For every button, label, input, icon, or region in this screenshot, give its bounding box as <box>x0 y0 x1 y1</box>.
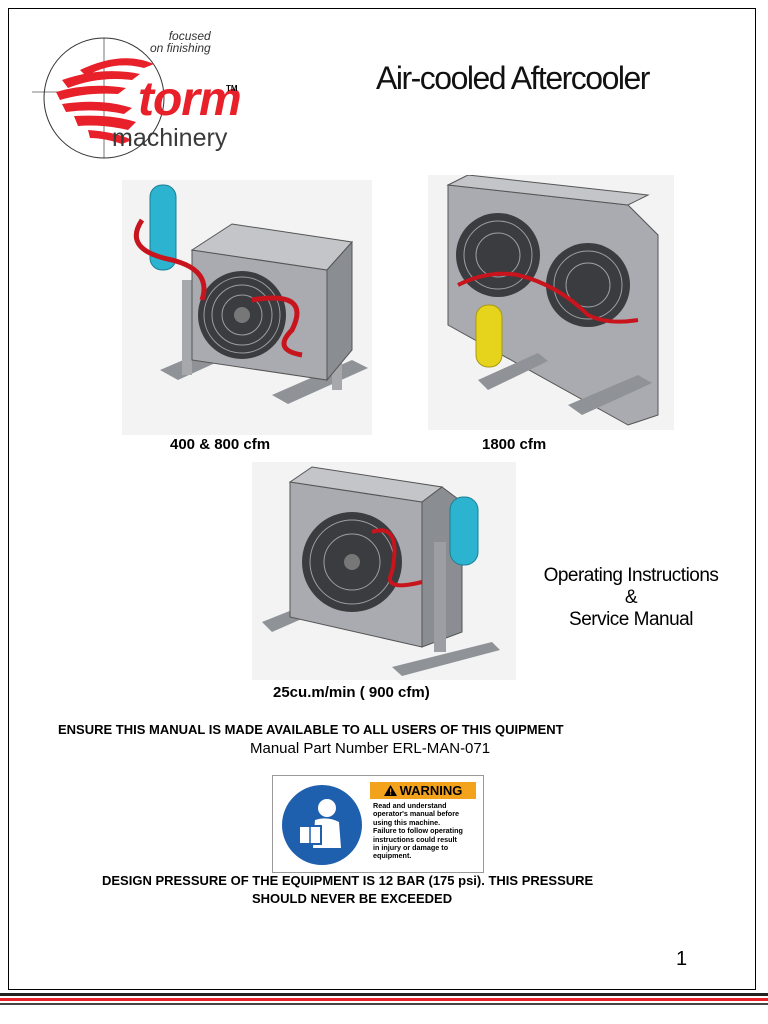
caption-1800: 1800 cfm <box>482 436 547 453</box>
storm-logo-swoosh <box>32 37 165 159</box>
warning-line: Failure to follow operating <box>373 826 463 836</box>
machine-photo <box>428 174 674 430</box>
page-border <box>8 8 756 990</box>
page-number: 1 <box>676 948 688 970</box>
document-title: Air-cooled Aftercooler <box>376 60 650 96</box>
machine-photo <box>122 180 372 435</box>
warning-text: Read and understand operator's manual be… <box>373 801 479 861</box>
manual-title-line1: Operating Instructions <box>543 565 719 586</box>
warning-header: WARNING <box>370 782 476 799</box>
part-number: Manual Part Number ERL-MAN-071 <box>250 740 491 757</box>
caption-400-800: 400 & 800 cfm <box>170 436 271 453</box>
manual-subtitle: Operating Instructions & Service Manual <box>526 565 736 631</box>
design-pressure-notice: DESIGN PRESSURE OF THE EQUIPMENT IS 12 B… <box>102 872 702 908</box>
design-pressure-line2: SHOULD NEVER BE EXCEEDED <box>252 891 453 906</box>
ensure-notice: ENSURE THIS MANUAL IS MADE AVAILABLE TO … <box>58 722 564 737</box>
tagline-line1: focused <box>168 29 211 43</box>
warning-line: instructions could result <box>373 834 457 844</box>
brand-storm: torm <box>138 73 242 126</box>
brand-tagline: focused on finishing <box>150 29 211 54</box>
warning-triangle-icon <box>383 785 397 796</box>
manual-title-line3: Service Manual <box>569 609 693 630</box>
design-pressure-line1: DESIGN PRESSURE OF THE EQUIPMENT IS 12 B… <box>102 873 594 888</box>
warning-line: equipment. <box>373 851 412 861</box>
warning-line: using this machine. <box>373 817 441 827</box>
warning-line: Read and understand <box>373 801 447 810</box>
manual-title-line2: & <box>624 587 638 608</box>
footer-stripe <box>0 998 768 1001</box>
storm-logo <box>32 30 252 160</box>
caption-25cum: 25cu.m/min ( 900 cfm) <box>273 684 430 701</box>
footer-stripe <box>0 993 768 996</box>
trademark-mark: TM <box>226 84 238 93</box>
footer-stripe <box>0 1003 768 1005</box>
tagline-line2: on finishing <box>150 41 211 55</box>
warning-line: operator's manual before <box>373 809 459 819</box>
brand-machinery: machinery <box>112 124 228 152</box>
warning-line: in injury or damage to <box>373 843 449 853</box>
machine-photo <box>252 462 516 680</box>
warning-label: WARNING Read and understand operator's m… <box>272 775 484 873</box>
warning-heading: WARNING <box>399 783 463 798</box>
read-manual-icon <box>282 785 362 865</box>
